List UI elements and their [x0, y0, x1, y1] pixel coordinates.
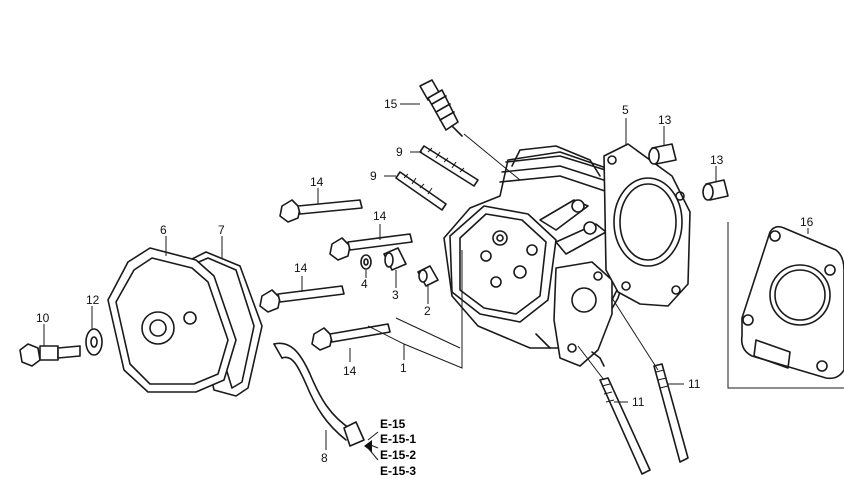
bolt-10[interactable]: [19, 343, 81, 367]
dowel-pin-lower[interactable]: [702, 179, 729, 201]
collar-3[interactable]: [383, 247, 407, 271]
spark-plug[interactable]: [419, 79, 463, 137]
callout-labels: 15 5 13 13 9 9 14 14 14 14 6 7 10 12 4 3…: [36, 97, 814, 465]
ref-e-15-2[interactable]: E-15-2: [380, 448, 416, 462]
ref-e-15-1[interactable]: E-15-1: [380, 432, 416, 446]
label-11-right: 11: [688, 377, 701, 391]
label-6: 6: [160, 223, 167, 237]
stud-bolt-lower[interactable]: [395, 171, 447, 211]
label-13-lower: 13: [710, 153, 724, 167]
bolt-lower-mid[interactable]: [259, 285, 345, 313]
head-gasket[interactable]: [603, 143, 691, 307]
bolt-top[interactable]: [279, 199, 363, 223]
label-14-bottom: 14: [343, 364, 357, 378]
reference-codes: E-15 E-15-1 E-15-2 E-15-3: [380, 417, 416, 478]
washer-12[interactable]: [85, 328, 103, 356]
label-10: 10: [36, 311, 50, 325]
leader-lines: [43, 103, 809, 461]
label-13-upper: 13: [658, 113, 672, 127]
long-stud-left[interactable]: [599, 377, 651, 475]
label-5: 5: [622, 103, 629, 117]
breather-tube[interactable]: [273, 342, 365, 447]
label-2: 2: [424, 304, 431, 318]
label-9-lower: 9: [370, 169, 377, 183]
inset-panel: [727, 222, 844, 389]
long-stud-right[interactable]: [653, 363, 689, 463]
collar-2[interactable]: [417, 265, 439, 287]
bolt-bottom[interactable]: [311, 323, 391, 351]
label-11-left: 11: [632, 395, 645, 409]
head-cover[interactable]: [107, 247, 237, 393]
label-9-upper: 9: [396, 145, 403, 159]
label-3: 3: [392, 288, 399, 302]
label-8: 8: [321, 451, 328, 465]
bolt-upper-mid[interactable]: [329, 233, 413, 261]
label-16: 16: [800, 215, 814, 229]
ref-e-15[interactable]: E-15: [380, 417, 406, 431]
label-12: 12: [86, 293, 100, 307]
label-14-top: 14: [310, 175, 324, 189]
dowel-pin-upper[interactable]: [648, 143, 677, 165]
cylinder-head[interactable]: [443, 145, 629, 367]
label-15: 15: [384, 97, 398, 111]
label-14-upper-mid: 14: [373, 209, 387, 223]
label-14-lower-mid: 14: [294, 261, 308, 275]
label-1: 1: [400, 361, 407, 375]
stud-bolt-upper[interactable]: [419, 145, 479, 187]
label-7: 7: [218, 223, 225, 237]
head-gasket-inset[interactable]: [740, 225, 844, 380]
label-4: 4: [361, 277, 368, 291]
ref-e-15-3[interactable]: E-15-3: [380, 464, 416, 478]
washer-4[interactable]: [360, 254, 372, 270]
